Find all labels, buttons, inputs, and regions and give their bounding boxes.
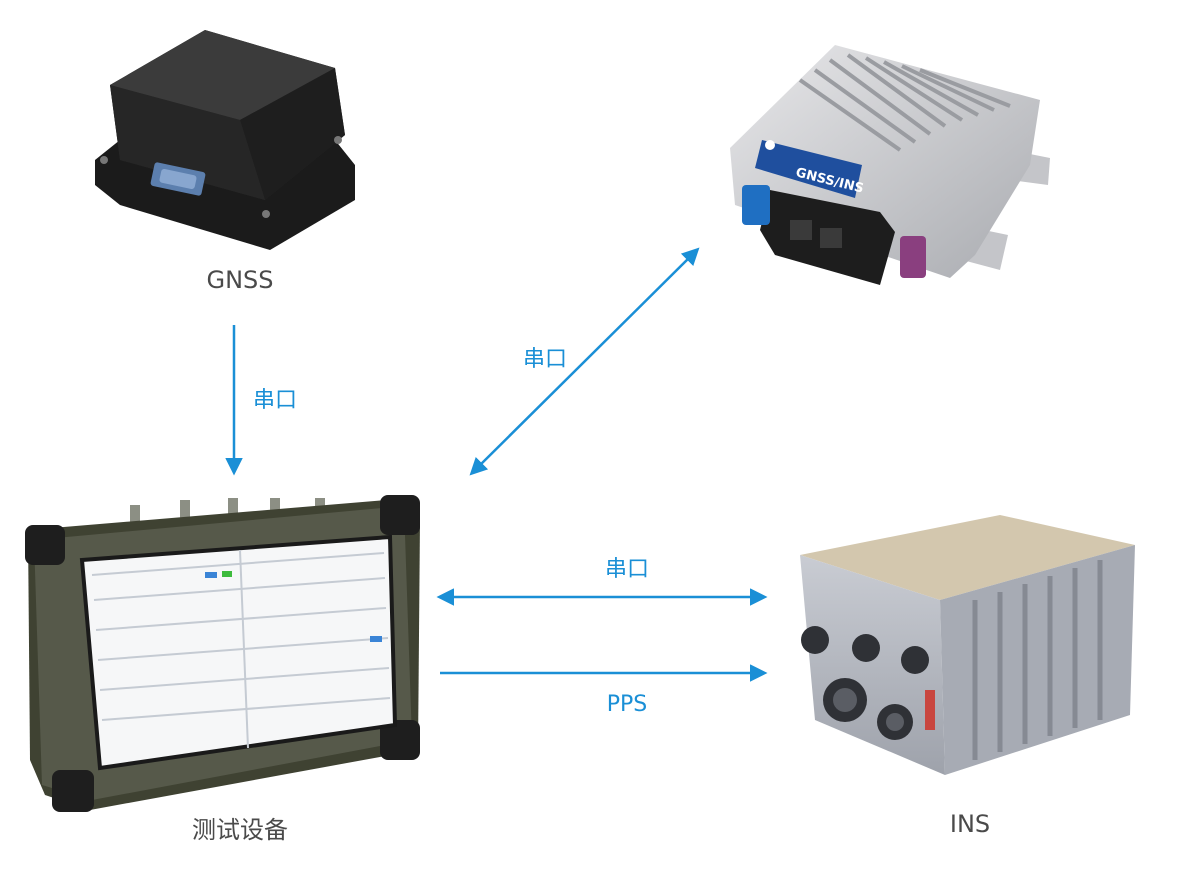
- ins-device-image: [800, 515, 1135, 775]
- ins-label: INS: [949, 810, 991, 838]
- edge-label-gnss-to-tester: 串口: [252, 388, 297, 413]
- gnss-ins-device-image: GNSS/INS: [730, 45, 1050, 285]
- arrow-tester-gnss-ins: [469, 247, 700, 476]
- gnss-device-image: [95, 30, 355, 250]
- tester-device-image: [25, 495, 420, 812]
- edge-label-tester-ins-pps: PPS: [606, 692, 648, 717]
- gnss-label: GNSS: [206, 266, 274, 294]
- edge-label-tester-ins-serial: 串口: [604, 557, 649, 582]
- tester-label: 测试设备: [192, 816, 288, 844]
- arrows: [225, 247, 768, 682]
- edge-label-tester-gnss-ins: 串口: [522, 347, 567, 372]
